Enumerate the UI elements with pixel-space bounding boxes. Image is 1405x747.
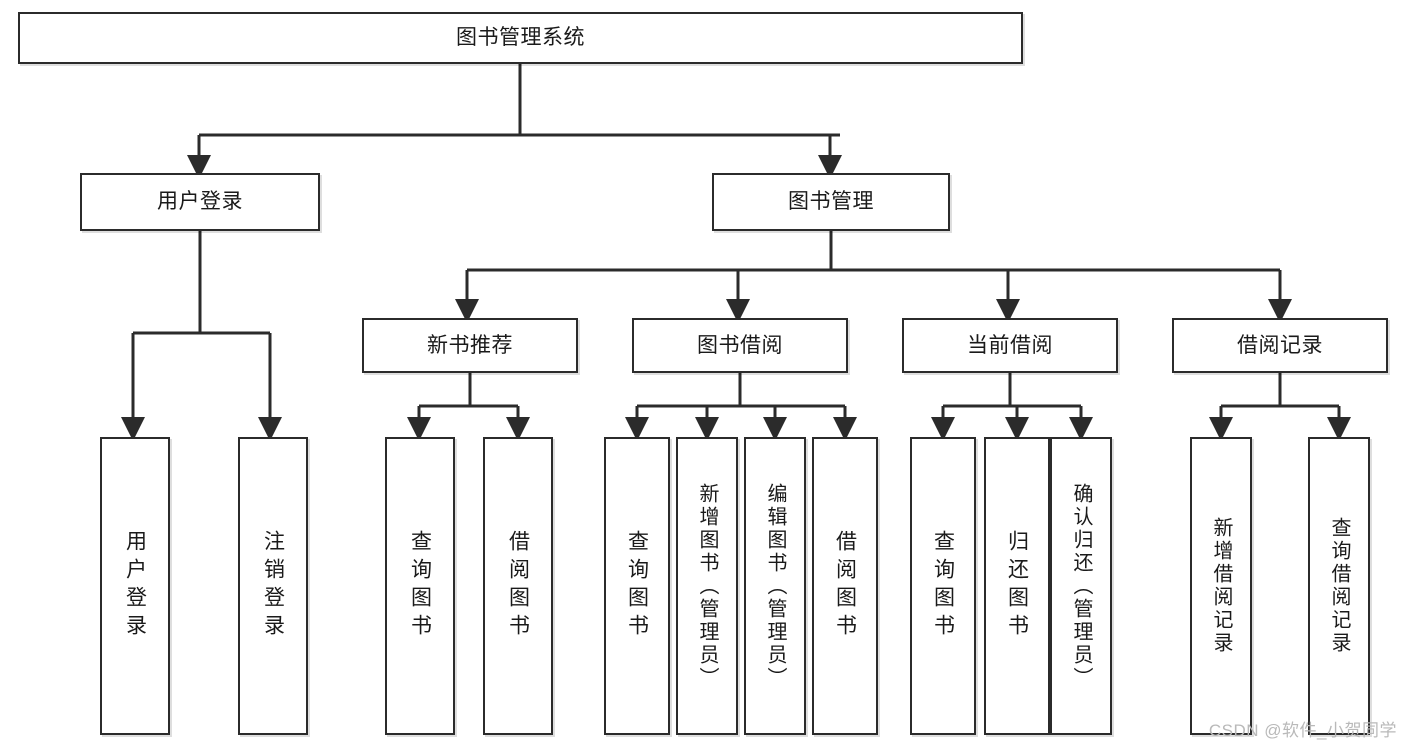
node-leaf-add-book-admin-label: 新增图书（管理员）: [696, 482, 718, 690]
node-book-borrow-label: 图书借阅: [697, 333, 783, 357]
node-leaf-confirm-return-label: 确认归还（管理员）: [1070, 482, 1092, 690]
node-leaf-borrow-book-rec-label: 借阅图书: [506, 530, 530, 642]
node-leaf-edit-book-admin-label: 编辑图书（管理员）: [764, 482, 786, 690]
node-leaf-borrow-book-bor[interactable]: 借阅图书: [812, 437, 878, 735]
node-root[interactable]: 图书管理系统: [18, 12, 1023, 64]
node-leaf-query-book-bor-label: 查询图书: [625, 530, 649, 642]
node-leaf-add-record[interactable]: 新增借阅记录: [1190, 437, 1252, 735]
node-new-book-recommend-label: 新书推荐: [427, 333, 513, 357]
node-current-borrow-label: 当前借阅: [967, 333, 1053, 357]
node-leaf-add-book-admin[interactable]: 新增图书（管理员）: [676, 437, 738, 735]
node-borrow-record-label: 借阅记录: [1237, 333, 1323, 357]
watermark-text: CSDN @软件_小贺同学: [1208, 721, 1397, 740]
node-user-login[interactable]: 用户登录: [80, 173, 320, 231]
node-leaf-query-record-label: 查询借阅记录: [1328, 517, 1350, 655]
node-book-management[interactable]: 图书管理: [712, 173, 950, 231]
node-book-borrow[interactable]: 图书借阅: [632, 318, 848, 373]
node-leaf-query-book-rec[interactable]: 查询图书: [385, 437, 455, 735]
node-leaf-user-login-label: 用户登录: [123, 530, 147, 642]
node-leaf-query-record[interactable]: 查询借阅记录: [1308, 437, 1370, 735]
node-leaf-return-book-label: 归还图书: [1005, 530, 1029, 642]
node-user-login-label: 用户登录: [157, 190, 243, 214]
node-root-label: 图书管理系统: [456, 26, 585, 50]
node-leaf-query-book-cur[interactable]: 查询图书: [910, 437, 976, 735]
node-leaf-query-book-bor[interactable]: 查询图书: [604, 437, 670, 735]
node-leaf-logout[interactable]: 注销登录: [238, 437, 308, 735]
node-leaf-query-book-rec-label: 查询图书: [408, 530, 432, 642]
node-leaf-edit-book-admin[interactable]: 编辑图书（管理员）: [744, 437, 806, 735]
node-new-book-recommend[interactable]: 新书推荐: [362, 318, 578, 373]
node-book-management-label: 图书管理: [788, 190, 874, 214]
node-leaf-user-login[interactable]: 用户登录: [100, 437, 170, 735]
node-leaf-return-book[interactable]: 归还图书: [984, 437, 1050, 735]
node-leaf-borrow-book-rec[interactable]: 借阅图书: [483, 437, 553, 735]
node-current-borrow[interactable]: 当前借阅: [902, 318, 1118, 373]
node-leaf-add-record-label: 新增借阅记录: [1210, 517, 1232, 655]
node-leaf-logout-label: 注销登录: [261, 530, 285, 642]
node-leaf-confirm-return[interactable]: 确认归还（管理员）: [1050, 437, 1112, 735]
node-leaf-query-book-cur-label: 查询图书: [931, 530, 955, 642]
node-leaf-borrow-book-bor-label: 借阅图书: [833, 530, 857, 642]
node-borrow-record[interactable]: 借阅记录: [1172, 318, 1388, 373]
